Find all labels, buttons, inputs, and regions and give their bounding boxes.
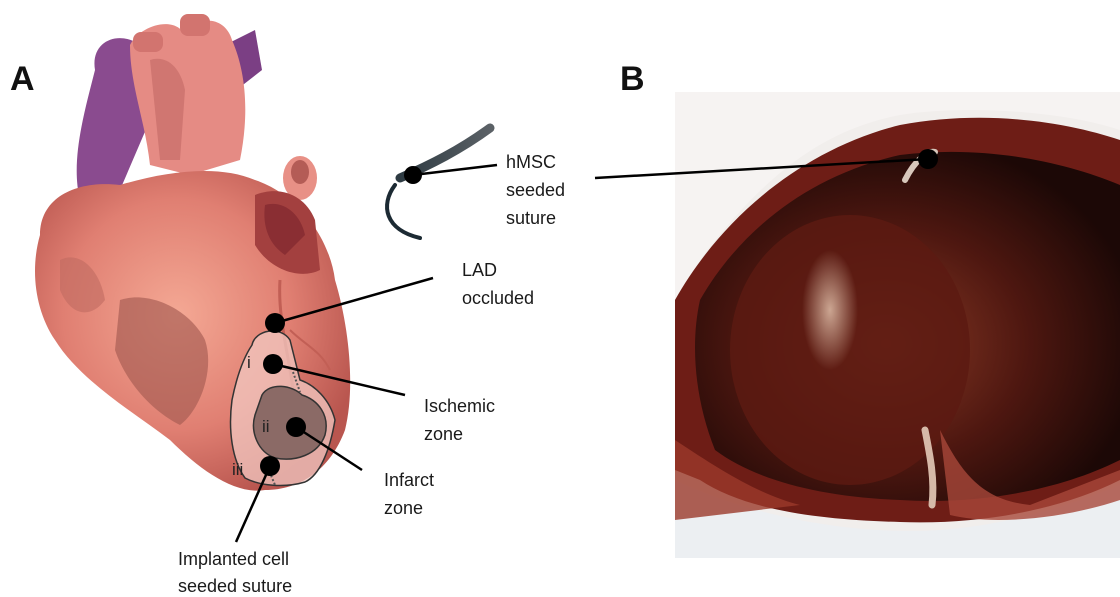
dot-hmsc-photo <box>918 149 938 169</box>
label-infarct: Infarct zone <box>384 470 439 518</box>
suture-needle-icon <box>387 128 490 238</box>
heart-highlight <box>802 250 858 370</box>
zone-label-i: i <box>247 353 251 372</box>
label-lad: LAD occluded <box>462 260 534 308</box>
pulmonary-artery-lumen <box>291 160 309 184</box>
aorta-branch-2 <box>180 14 210 36</box>
dot-ischemic <box>263 354 283 374</box>
label-ischemic: Ischemic zone <box>424 396 500 444</box>
label-implanted: Implanted cell seeded suture <box>178 549 294 596</box>
aorta-branch <box>133 32 163 52</box>
dot-hmsc-needle <box>404 166 422 184</box>
panel-label-a: A <box>10 60 35 98</box>
zone-label-iii: iii <box>232 460 243 479</box>
dot-infarct <box>286 417 306 437</box>
heart-illustration: i ii iii <box>35 14 350 491</box>
zone-label-ii: ii <box>262 417 270 436</box>
label-hmsc: hMSC seeded suture <box>506 152 570 228</box>
dot-lad <box>265 313 285 333</box>
dot-implanted <box>260 456 280 476</box>
panel-label-b: B <box>620 60 645 98</box>
